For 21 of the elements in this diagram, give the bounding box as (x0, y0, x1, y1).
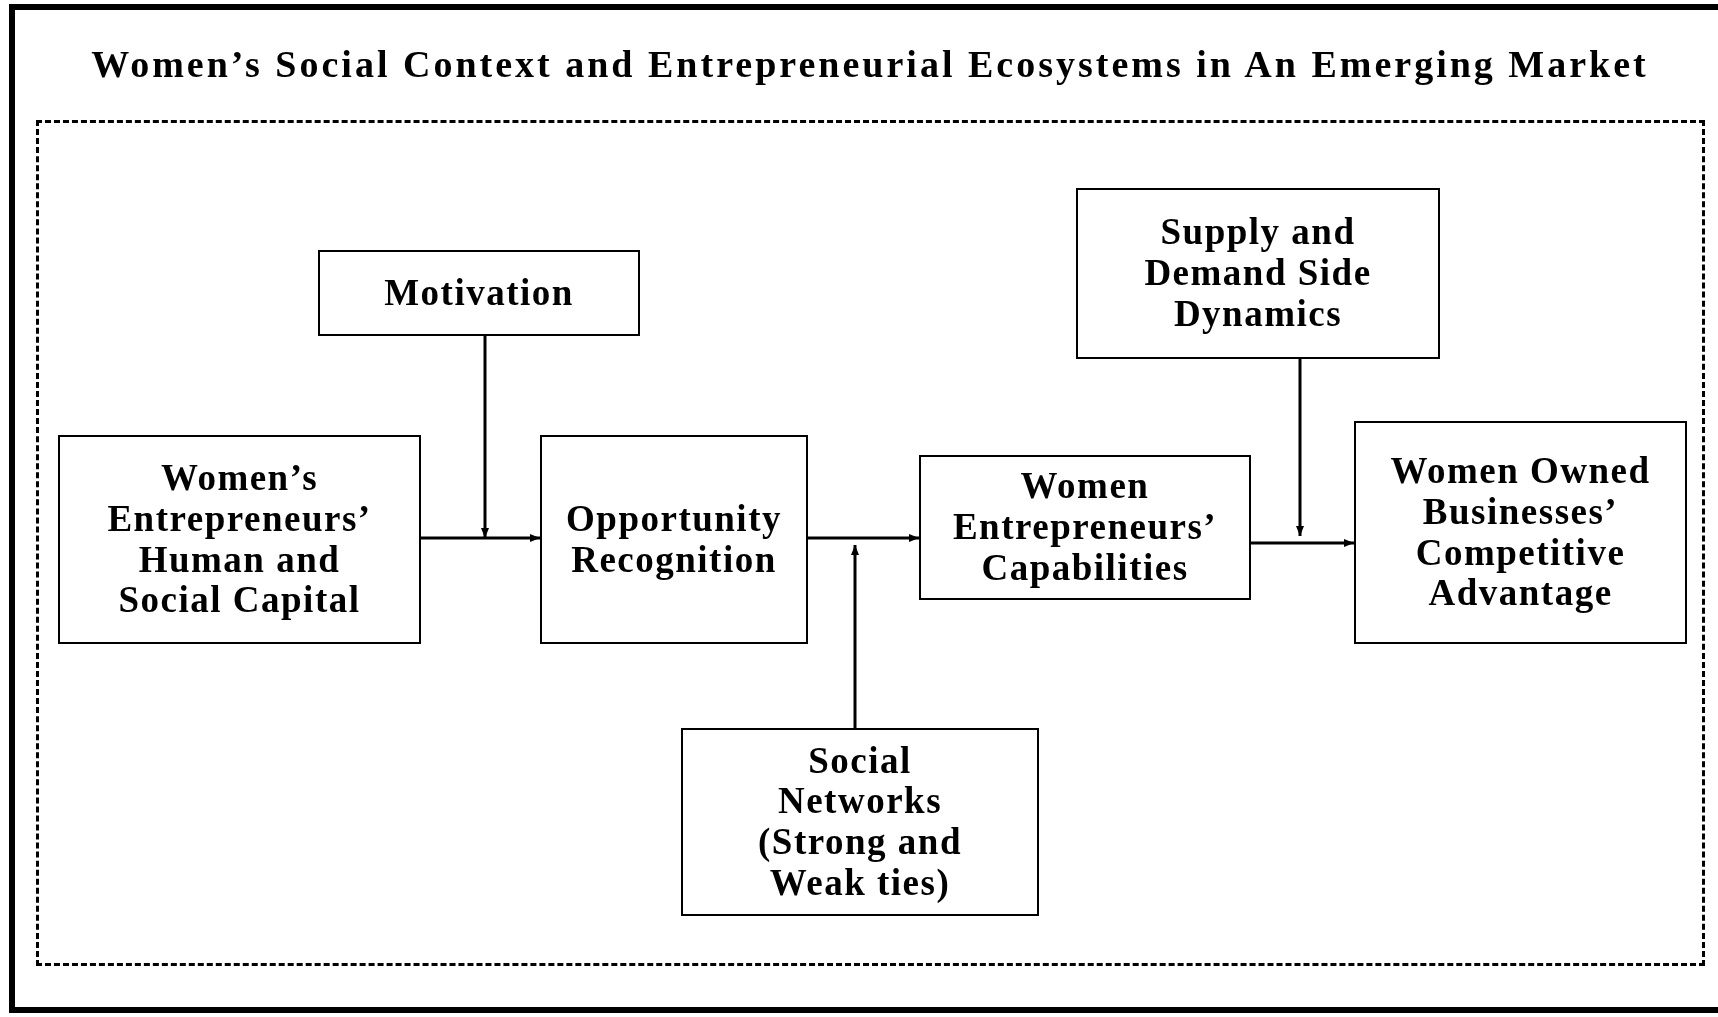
concept-box (318, 250, 640, 336)
box-label: Women Owned Businesses’ Competitive Advantage (1389, 451, 1652, 614)
diagram-title: Women’s Social Context and Entrepreneurial Ecosystems in An Emerging Market (90, 42, 1650, 86)
concept-box (58, 435, 421, 644)
concept-box (681, 728, 1039, 916)
arrow (481, 336, 489, 538)
box-label: Opportunity Recognition (565, 498, 783, 581)
box-label: Supply and Demand Side Dynamics (1143, 212, 1373, 335)
box-label: Women Entrepreneurs’ Capabilities (951, 466, 1219, 589)
concept-box (1354, 421, 1687, 644)
arrow (421, 534, 540, 542)
arrow (1251, 539, 1354, 547)
arrow (808, 534, 919, 542)
concept-box (919, 455, 1251, 600)
box-label: Women’s Entrepreneurs’ Human and Social Capital (106, 458, 373, 621)
arrow (851, 545, 859, 728)
concept-box (540, 435, 808, 644)
box-label: Social Networks (Strong and Weak ties) (757, 740, 963, 904)
box-label: Motivation (384, 272, 574, 314)
concept-box (1076, 188, 1440, 359)
arrow (1296, 359, 1304, 536)
